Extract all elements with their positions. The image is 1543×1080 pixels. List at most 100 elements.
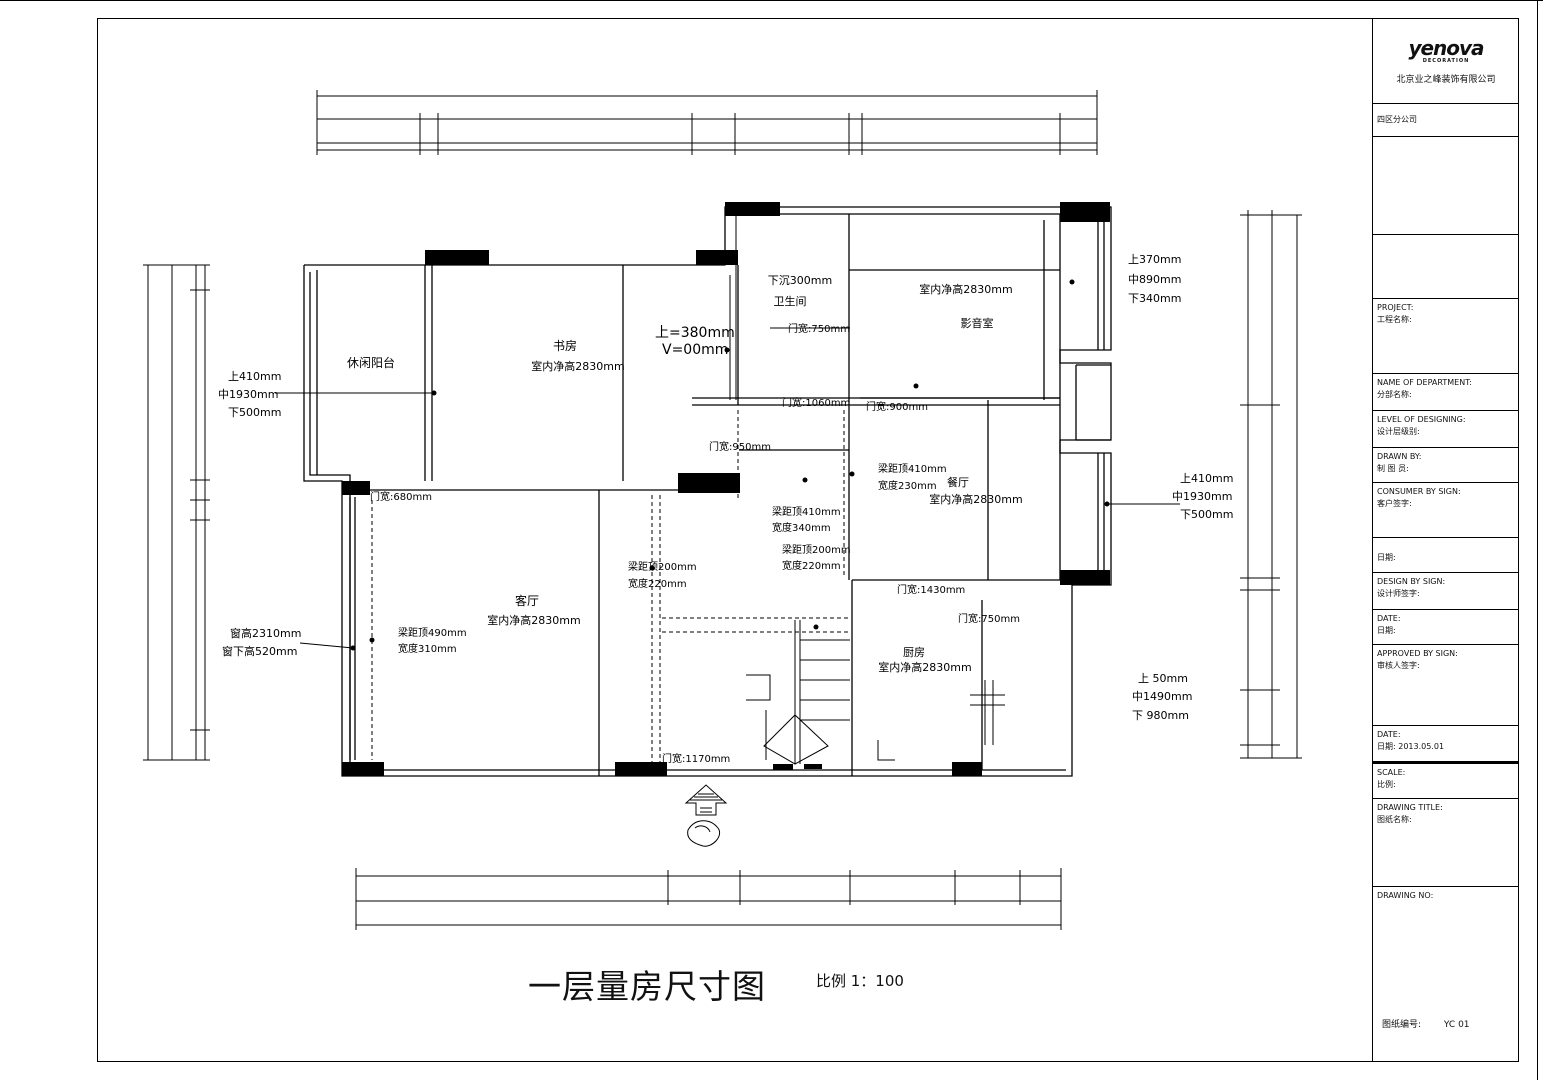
right-mid-window-low: 下500mm bbox=[1180, 508, 1233, 521]
room-av: 影音室 bbox=[961, 316, 994, 330]
room-kitchen-height: 室内净高2830mm bbox=[878, 660, 971, 674]
right-low-window-top: 上 50mm bbox=[1138, 672, 1188, 685]
measure-points bbox=[350, 279, 1110, 651]
branch-row: 四区分公司 bbox=[1373, 104, 1519, 137]
project-row: PROJECT: 工程名称: bbox=[1373, 299, 1519, 374]
branch-name: 四区分公司 bbox=[1377, 115, 1417, 124]
right-dimension-lines bbox=[1240, 210, 1302, 759]
annotations: 上410mm 中1930mm 下500mm 上370mm 中890mm 下340… bbox=[218, 253, 1233, 765]
date1-row: 日期: bbox=[1373, 538, 1519, 573]
consumer-label: CONSUMER BY SIGN: bbox=[1377, 487, 1461, 496]
door-width-kitchen-side: 门宽:750mm bbox=[958, 612, 1020, 625]
right-low-window-low: 下 980mm bbox=[1132, 709, 1189, 722]
consumer-cn: 客户签字: bbox=[1377, 499, 1412, 508]
right-low-window-mid: 中1490mm bbox=[1132, 690, 1192, 703]
beam-3-width: 宽度340mm bbox=[772, 521, 831, 534]
drawing-no-value: YC 01 bbox=[1443, 1020, 1470, 1030]
approved-cn: 审核人签字: bbox=[1377, 661, 1420, 670]
drawing-number: 图纸编号: YC 01 bbox=[1382, 1017, 1470, 1030]
door-width-entrance: 门宽:1170mm bbox=[662, 752, 730, 765]
project-cn: 工程名称: bbox=[1377, 315, 1412, 324]
design-cn: 设计师签字: bbox=[1377, 589, 1420, 598]
drawn-cn: 制 图 员: bbox=[1377, 464, 1409, 473]
scale-row: SCALE: 比例: bbox=[1373, 762, 1519, 799]
room-bath: 卫生间 bbox=[774, 294, 807, 308]
left-window-mid: 中1930mm bbox=[218, 388, 278, 401]
drawing-title-cn: 图纸名称: bbox=[1377, 815, 1412, 824]
approved-row: APPROVED BY SIGN: 审核人签字: bbox=[1373, 645, 1519, 726]
design-row: DESIGN BY SIGN: 设计师签字: bbox=[1373, 573, 1519, 610]
drawing-title-label: DRAWING TITLE: bbox=[1377, 803, 1443, 812]
room-dining-height: 室内净高2830mm bbox=[929, 492, 1022, 506]
project-label: PROJECT: bbox=[1377, 303, 1414, 312]
study-window-mid: V=00mm bbox=[662, 342, 728, 358]
beam-5-depth: 梁距顶410mm bbox=[878, 462, 947, 475]
drawing-no-cn: 图纸编号: bbox=[1382, 1020, 1422, 1030]
drawn-label: DRAWN BY: bbox=[1377, 452, 1422, 461]
door-width-av: 门宽:900mm bbox=[866, 400, 928, 413]
company-name: 北京业之峰装饰有限公司 bbox=[1396, 75, 1496, 85]
room-labels: 书房 室内净高2830mm 休闲阳台 卫生间 下沉300mm 室内净高2830m… bbox=[347, 274, 1023, 674]
beam-4-depth: 梁距顶200mm bbox=[782, 543, 851, 556]
room-bath-drop: 下沉300mm bbox=[768, 274, 832, 287]
drawing-scale: 比例 1：100 bbox=[816, 972, 904, 990]
company-logo-sub: DECORATION bbox=[1422, 58, 1470, 64]
scale-cn: 比例: bbox=[1377, 780, 1396, 789]
doors-windows bbox=[729, 215, 1005, 761]
right-top-window-low: 下340mm bbox=[1128, 292, 1181, 305]
left-window-top: 上410mm bbox=[228, 370, 281, 383]
walls bbox=[303, 206, 1112, 777]
date3-label: DATE: bbox=[1377, 730, 1401, 739]
drawing-title: 一层量房尺寸图 bbox=[528, 967, 766, 1006]
beam-2-depth: 梁距顶200mm bbox=[628, 560, 697, 573]
design-label: DESIGN BY SIGN: bbox=[1377, 577, 1446, 586]
dept-label: NAME OF DEPARTMENT: bbox=[1377, 378, 1472, 387]
door-width-bath: 门宽:750mm bbox=[788, 322, 850, 335]
consumer-row: CONSUMER BY SIGN: 客户签字: bbox=[1373, 483, 1519, 538]
room-kitchen: 厨房 bbox=[903, 646, 925, 659]
leader-lines bbox=[275, 327, 1180, 649]
right-mid-window-top: 上410mm bbox=[1180, 472, 1233, 485]
room-study-height: 室内净高2830mm bbox=[531, 359, 624, 373]
left-window-low: 下500mm bbox=[228, 406, 281, 419]
date2-label: DATE: bbox=[1377, 614, 1401, 623]
right-border bbox=[1537, 0, 1538, 1080]
date2-cn: 日期: bbox=[1377, 626, 1396, 635]
right-top-window-top: 上370mm bbox=[1128, 253, 1181, 266]
columns bbox=[342, 202, 1110, 776]
dept-row: NAME OF DEPARTMENT: 分部名称: bbox=[1373, 374, 1519, 411]
living-window-sill: 窗下高520mm bbox=[222, 644, 297, 658]
company-logo: yenova bbox=[1408, 36, 1484, 60]
bottom-dimension-lines bbox=[355, 868, 1062, 930]
study-window-top: 上=380mm bbox=[655, 325, 735, 341]
level-cn: 设计层级别: bbox=[1377, 427, 1420, 436]
date2-row: DATE: 日期: bbox=[1373, 610, 1519, 645]
company-logo-block: yenova DECORATION 北京业之峰装饰有限公司 bbox=[1373, 18, 1519, 104]
drawing-no-label: DRAWING NO: bbox=[1377, 891, 1434, 900]
door-width-study: 门宽:950mm bbox=[709, 440, 771, 453]
left-dimension-lines bbox=[143, 264, 210, 761]
level-row: LEVEL OF DESIGNING: 设计层级别: bbox=[1373, 411, 1519, 448]
drawing-frame bbox=[97, 18, 1519, 1062]
door-width-kitchen: 门宽:1430mm bbox=[897, 583, 965, 596]
room-av-height: 室内净高2830mm bbox=[919, 282, 1012, 296]
beam-5-width: 宽度230mm bbox=[878, 479, 937, 492]
top-dimension-lines bbox=[316, 90, 1098, 155]
room-living-height: 室内净高2830mm bbox=[487, 613, 580, 627]
date3-value: 日期: 2013.05.01 bbox=[1377, 742, 1445, 751]
beam-1-depth: 梁距顶490mm bbox=[398, 626, 467, 639]
room-dining: 餐厅 bbox=[947, 475, 969, 489]
blank-row bbox=[1373, 137, 1519, 235]
drawing-title-row: DRAWING TITLE: 图纸名称: bbox=[1373, 799, 1519, 887]
door-width-hall: 门宽:1060mm bbox=[782, 396, 850, 409]
date1-cn: 日期: bbox=[1377, 553, 1396, 562]
beam-2-width: 宽度220mm bbox=[628, 577, 687, 590]
date3-row: DATE: 日期: 2013.05.01 bbox=[1373, 726, 1519, 762]
entrance-arrow bbox=[684, 784, 728, 847]
beam-1-width: 宽度310mm bbox=[398, 642, 457, 655]
blank-row-2 bbox=[1373, 235, 1519, 299]
living-window-height: 窗高2310mm bbox=[230, 626, 301, 640]
beam-4-width: 宽度220mm bbox=[782, 559, 841, 572]
top-border bbox=[0, 0, 1543, 1]
